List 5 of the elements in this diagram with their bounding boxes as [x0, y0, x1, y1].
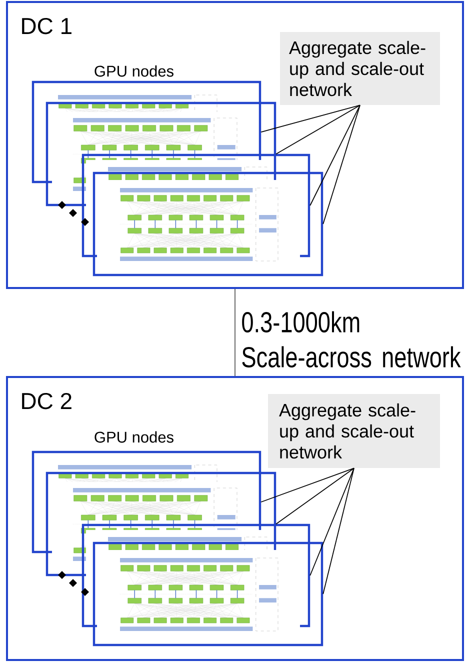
box-title: DC 1 [22, 18, 72, 34]
group-label: GPU nodes [94, 65, 174, 77]
group-label: GPU nodes [94, 431, 174, 443]
edge-label: 0.3-1000km Scale-across network [242, 311, 461, 368]
box-title: DC 2 [22, 392, 72, 410]
